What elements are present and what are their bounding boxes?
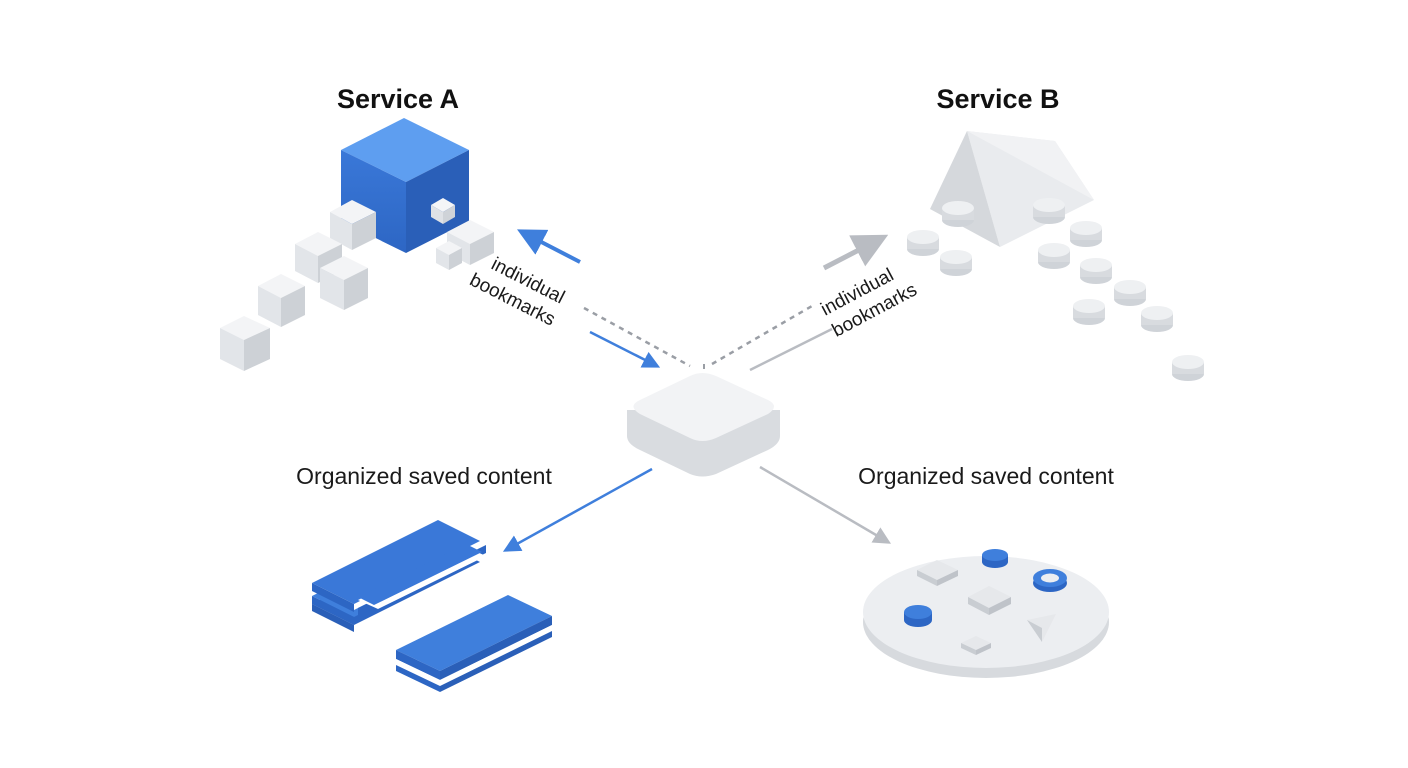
hub-to-right-output-arrow [759,465,892,544]
cone-icon [1027,614,1056,642]
service-a-title: Service A [337,84,459,114]
b-outbound-arrow [822,234,889,271]
data-disc-icon [942,201,974,227]
square-tile-icon [961,636,991,655]
data-cube-icon [258,274,305,327]
b-inbound-line [749,327,833,372]
service-b-prism-icon [930,131,1094,247]
service-b-title: Service B [936,84,1059,114]
data-disc-icon [1080,258,1112,284]
a-outbound-arrow [517,229,581,264]
blue-disc-icon [982,549,1008,568]
data-disc-icon [907,230,939,256]
hub-to-left-output-arrow [502,467,653,552]
a-edge-label: individual bookmarks [466,248,572,332]
data-cube-icon [436,241,462,270]
b-dotted-connector [711,304,813,366]
data-disc-icon [1073,299,1105,325]
b-edge-label: individual bookmarks [817,258,920,341]
left-output-stack-icon [312,520,552,692]
panel-stack-back [312,520,480,634]
right-output-tray-icon [863,549,1109,678]
data-disc-icon [1038,243,1070,269]
data-disc-icon [1172,355,1204,381]
data-disc-icon [1070,221,1102,247]
data-cube-icon [320,256,368,310]
a-dotted-connector [583,306,691,368]
data-cube-icon [220,316,270,371]
data-cube-icon [330,200,376,250]
data-disc-icon [940,250,972,276]
data-disc-icon [1033,198,1065,224]
left-output-caption: Organized saved content [296,463,552,489]
service-b-data-discs [907,198,1204,381]
blue-ring-icon [1033,569,1067,592]
square-tile-icon [917,560,958,586]
square-tile-icon [968,586,1011,615]
service-a-group: Service A [220,84,494,371]
blue-disc-icon [904,605,932,627]
panel-right [396,595,552,692]
tray-shapes [904,549,1067,655]
a-inbound-arrow [589,330,661,368]
service-a-data-cubes [220,200,494,371]
data-disc-icon [1141,306,1173,332]
right-output-caption: Organized saved content [858,463,1114,489]
service-b-group: Service B [907,84,1204,381]
data-disc-icon [1114,280,1146,306]
hub-block-icon [627,373,780,477]
panel-stack-front [358,544,486,616]
